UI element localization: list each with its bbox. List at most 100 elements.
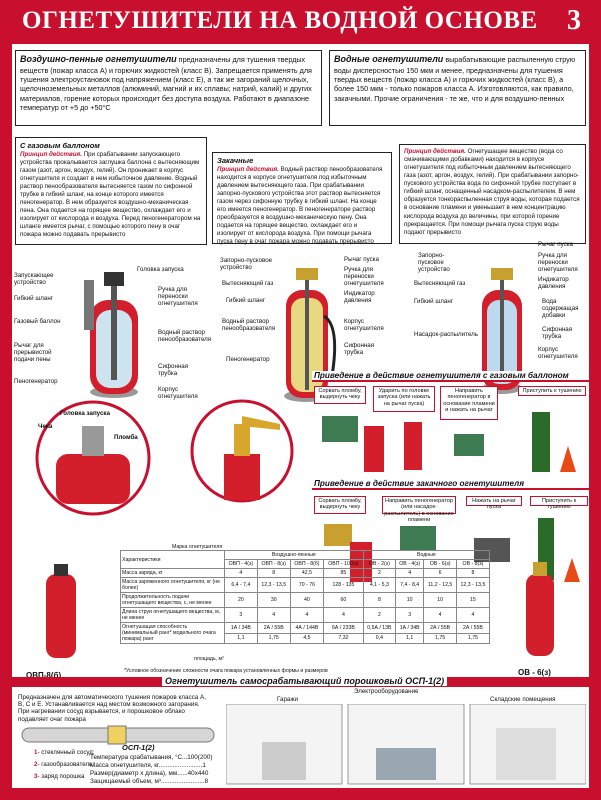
intro-water-box: Водные огнетушители вырабатывающие распы… [329, 50, 586, 126]
spec-model: ОВП - 8(б) [289, 559, 325, 569]
label-gas-lever: Рычаг для прерывистой подачи пены [14, 342, 52, 364]
spec-cell: 1,1 [395, 632, 425, 644]
label-gas-cylinder: Газовый баллон [14, 318, 61, 325]
spec-group-foam: Воздушно-пенные [224, 550, 364, 560]
model-right-label: ОВ - 6(з) [518, 668, 551, 677]
osp-spec-1: Температура срабатывания, °С...100(200) [90, 754, 213, 761]
intro-foam-box: Воздушно-пенные огнетушители предназначе… [15, 50, 322, 126]
principle-gas-label: Принцип действия. [20, 150, 82, 158]
principle-pump-label: Принцип действия. [217, 165, 279, 173]
spec-cell: 11,2 - 12,5 [423, 577, 457, 593]
label-detail-seal: Пломба [114, 434, 138, 441]
spec-cell: 7,4 - 8,4 [395, 577, 425, 593]
spec-cell: 4 [256, 607, 291, 623]
osp-legend-1: 1- стеклянный сосуд; [34, 749, 95, 756]
spec-cell: 4 [224, 568, 258, 578]
label-water-hose: Гибкий шланг [414, 298, 454, 305]
spec-cell: 3 [224, 607, 258, 623]
spec-row-label: Длина струи огнетушащего вещества, м, не… [120, 607, 225, 623]
spec-cell: 8 [455, 568, 491, 578]
spec-cell: 10 [423, 592, 457, 608]
extinguisher-gas-diagram [84, 272, 138, 398]
intro-water-text: вырабатывающие распыленную струю воды ди… [334, 55, 576, 103]
legend-num: 1 [34, 749, 38, 756]
osp-legend-3: 3- заряд порошка [34, 773, 85, 780]
legend-num: 2 [34, 761, 38, 768]
label-pump-indicator: Индикатор давления [344, 290, 375, 305]
spec-char-header: Характеристики [120, 550, 225, 569]
principle-water-text: Огнетушащее вещество (вода со смачивающи… [404, 148, 580, 236]
spec-cell: 7,32 [323, 632, 364, 644]
spec-cell: 10 [395, 592, 425, 608]
spec-cell: 2 [362, 607, 397, 623]
step-pump-3: Нажать на рычаг пуска [466, 496, 522, 510]
label-detail-head: Головка запуска [60, 410, 110, 417]
model-ov6-image [526, 562, 554, 656]
label-gas-solution: Водный раствор пенообразователя [158, 329, 212, 344]
spec-footnote: *Условное обозначение сложности очага по… [124, 668, 328, 674]
spec-cell: 4 [423, 607, 457, 623]
osp-spec-title: ОСП-1(2) [122, 743, 155, 752]
label-pump-foamgen: Пеногенератор [226, 356, 270, 363]
spec-row-label: Продолжительность подачи огнетушащего ве… [120, 592, 225, 608]
model-ovp8-image [46, 564, 76, 658]
step-pump-2: Направить пеногенератор (или насадок-рас… [382, 496, 456, 523]
spec-cell: 1А / 34В [395, 622, 425, 634]
spec-brand-label: Марка огнетушителя [172, 544, 223, 550]
label-water-gas: Вытесняющий газ [414, 280, 466, 287]
spec-cell: 60 [323, 592, 364, 608]
label-gas-body: Корпус огнетушителя [158, 386, 198, 401]
spec-cell: 2А / 55В [256, 622, 291, 634]
spec-cell: 1А / 34В [224, 622, 258, 634]
spec-cell: 42,5 [289, 568, 325, 578]
label-gas-hose: Гибкий шланг [14, 295, 54, 302]
spec-cell: 4,5 [289, 632, 325, 644]
osp-spec-2: Масса огнетушителя, кг..................… [90, 762, 206, 769]
principle-pump-text: Водный раствор пенообразователя находитс… [217, 165, 383, 246]
label-water-siphon: Сифонная трубка [542, 326, 573, 341]
extinguisher-water-diagram [482, 268, 522, 394]
principle-gas-heading: С газовым баллоном [20, 141, 100, 150]
spec-cell: 3 [395, 607, 425, 623]
spec-cell: 6А / 233В [323, 622, 364, 634]
spec-cell: 2 [362, 568, 397, 578]
intro-foam-text: предназначены для тушения твердых вещест… [20, 55, 312, 113]
principle-pump-heading: Закачные [217, 156, 254, 165]
osp-text: Предназначен для автоматического тушения… [18, 694, 206, 723]
spec-cell: 30 [256, 592, 291, 608]
spec-model: ОВП - 100(з) [323, 559, 364, 569]
label-pump-valve: Запорно-пусковое устройство [220, 257, 273, 272]
principle-gas-text: При срабатывании запускающего устройства… [20, 150, 201, 239]
spec-row-label: Масса заряда, кг [120, 568, 225, 578]
step-pump-4: Приступить к тушению [530, 496, 588, 510]
label-gas-siphon: Сифонная трубка [158, 363, 189, 378]
label-pump-gas: Вытесняющий газ [222, 280, 274, 287]
step-gas-3: Направить пеногенератор в основание плам… [440, 386, 498, 420]
spec-cell: 4,1 - 5,3 [362, 577, 397, 593]
step-gas-2: Ударить по головке запуска (или нажать н… [373, 386, 435, 412]
step-pump-1: Сорвать пломбу, выдернуть чеку [314, 496, 366, 514]
spec-cell: 8 [362, 592, 397, 608]
spec-cell: 4А / 144В [289, 622, 325, 634]
osp-spec-3: Размер(диаметр х длина), мм......40х440 [90, 770, 209, 777]
spec-ability-label: Огнетушащая способность (минимальный ран… [120, 622, 225, 644]
legend-text: - газообразователь; [37, 761, 95, 768]
spec-model: ОВП - 4(з) [224, 559, 258, 569]
spec-cell: 1,75 [423, 632, 457, 644]
osp-cylinder-diagram [21, 725, 215, 745]
spec-cell: 4 [455, 607, 491, 623]
principle-water-box: Принцип действия. Огнетушащее вещество (… [399, 144, 586, 244]
spec-cell: 85 [323, 568, 364, 578]
page-number: 3 [567, 5, 581, 36]
spec-cell: 70 - 76 [289, 577, 325, 593]
osp-rooms-illustration [226, 704, 586, 785]
label-water-nozzle: Насадок-распылитель [414, 331, 478, 338]
spec-cell: 40 [289, 592, 325, 608]
label-water-lever: Рычаг пуска [538, 241, 573, 248]
principle-pump-box: Закачные Принцип действия. Водный раство… [212, 152, 392, 246]
spec-group-water: Водные [362, 550, 491, 560]
label-pump-lever: Рычаг пуска [344, 256, 379, 263]
intro-foam-heading: Воздушно-пенные огнетушители [20, 54, 177, 64]
model-left-label: ОВП-8(б) [26, 671, 62, 680]
room-electric-label: Электрооборудование [354, 688, 419, 695]
